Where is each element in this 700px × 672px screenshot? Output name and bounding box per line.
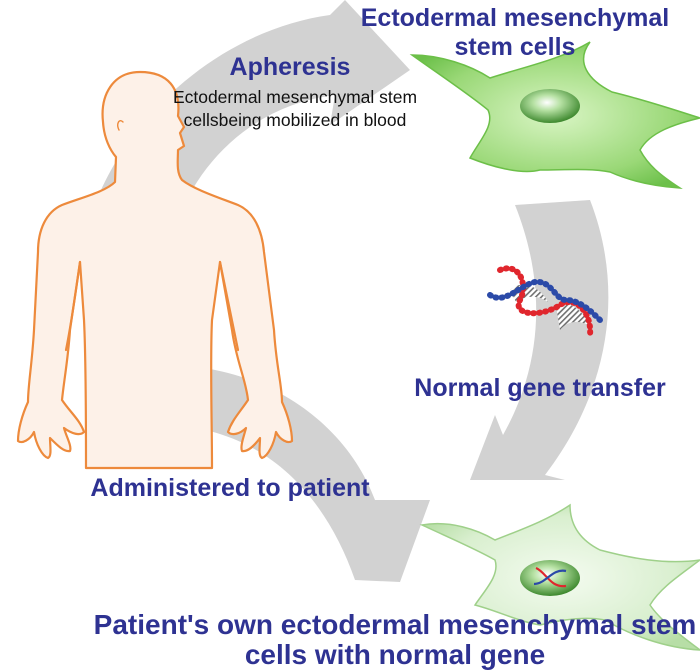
patient-body-outline — [16, 70, 294, 470]
dna-hatch-lower — [556, 303, 590, 330]
gene-transfer-label: Normal gene transfer — [414, 374, 666, 402]
modified-stem-cell — [419, 503, 700, 651]
ear-mark — [117, 120, 124, 131]
stem-cell-nucleus — [520, 89, 580, 123]
modified-cell-nucleus — [520, 560, 580, 596]
arm-line-left — [64, 260, 82, 352]
ectodermal-stem-cell — [409, 41, 700, 189]
nucleus-dna-blue — [533, 569, 567, 586]
own-stem-cells-label: Patient's own ectodermal mesenchymal ste… — [93, 609, 697, 670]
apheresis-description: Ectodermal mesenchymal stem cellsbeing m… — [172, 87, 418, 130]
administered-label: Administered to patient — [90, 474, 370, 502]
apheresis-label: Apheresis — [229, 53, 351, 81]
arrow-gene-transfer — [470, 200, 609, 480]
dna-strand-red — [497, 265, 594, 338]
ectodermal-stem-cells-label: Ectodermal mesenchymal stem cells — [360, 4, 670, 61]
dna-strand-blue — [487, 278, 605, 325]
arm-line-right — [218, 260, 240, 352]
dna-helix-icon — [487, 265, 605, 338]
nucleus-dna-red — [535, 566, 567, 588]
patient-body — [16, 70, 294, 470]
